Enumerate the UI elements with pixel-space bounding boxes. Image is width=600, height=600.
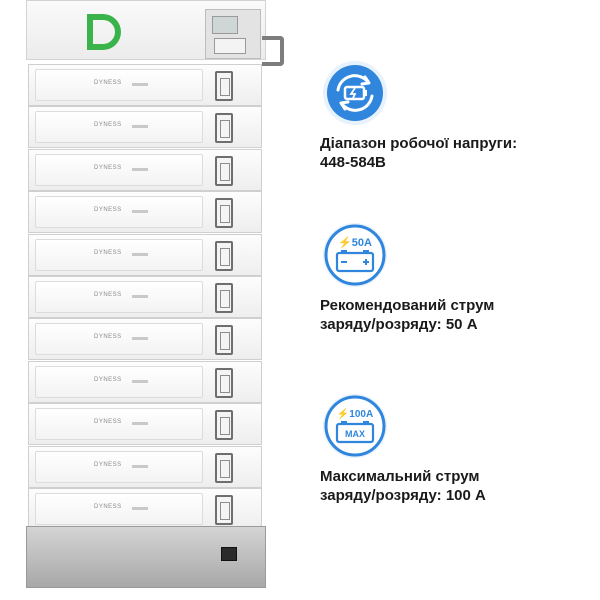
module-front-panel: DYNESS bbox=[35, 238, 203, 271]
module-front-panel: DYNESS bbox=[35, 323, 203, 356]
module-connector bbox=[215, 71, 233, 101]
battery-module: DYNESS bbox=[28, 318, 262, 361]
module-front-panel: DYNESS bbox=[35, 408, 203, 441]
battery-module: DYNESS bbox=[28, 191, 262, 234]
battery-module: DYNESS bbox=[28, 360, 262, 403]
module-label-bar bbox=[132, 379, 148, 383]
spec-voltage-line2: 448-584В bbox=[320, 154, 386, 171]
module-brand-label: DYNESS bbox=[94, 249, 122, 256]
module-label-bar bbox=[132, 252, 148, 256]
module-label-bar bbox=[132, 83, 148, 86]
module-front-panel: DYNESS bbox=[35, 281, 203, 313]
module-label-bar bbox=[132, 167, 148, 171]
badge-50a: ⚡50А bbox=[338, 236, 372, 249]
module-connector bbox=[215, 155, 233, 186]
battery-module: DYNESS bbox=[28, 276, 262, 318]
spec-recommended-line2: заряду/розряду: 50 А bbox=[320, 316, 478, 333]
battery-module: DYNESS bbox=[28, 64, 262, 106]
module-brand-label: DYNESS bbox=[94, 461, 122, 468]
module-connector bbox=[215, 240, 233, 271]
spec-max-line2: заряду/розряду: 100 А bbox=[320, 487, 486, 504]
module-connector bbox=[215, 410, 233, 441]
module-front-panel: DYNESS bbox=[35, 111, 203, 144]
badge-100a: ⚡100А bbox=[337, 407, 373, 420]
battery-module: DYNESS bbox=[28, 403, 262, 446]
module-brand-label: DYNESS bbox=[94, 292, 122, 298]
spec-max-line1: Максимальний струм bbox=[320, 468, 480, 485]
module-connector bbox=[215, 452, 233, 483]
controller-unit bbox=[26, 0, 266, 60]
module-connector bbox=[215, 367, 233, 398]
badge-max: MAX bbox=[345, 429, 365, 439]
module-brand-label: DYNESS bbox=[94, 207, 122, 214]
brand-logo-icon bbox=[87, 14, 121, 50]
spec-voltage-text: Діапазон робочої напруги: 448-584В bbox=[320, 134, 590, 172]
spec-recommended-line1: Рекомендований струм bbox=[320, 297, 495, 314]
battery-module: DYNESS bbox=[28, 445, 262, 488]
module-brand-label: DYNESS bbox=[94, 334, 122, 341]
module-connector bbox=[215, 325, 233, 356]
control-connector bbox=[214, 38, 246, 54]
module-front-panel: DYNESS bbox=[35, 196, 203, 229]
module-label-bar bbox=[132, 295, 148, 298]
control-display bbox=[212, 16, 238, 34]
module-connector bbox=[215, 198, 233, 229]
module-front-panel: DYNESS bbox=[35, 365, 203, 398]
spec-recommended-text: Рекомендований струм заряду/розряду: 50 … bbox=[320, 296, 590, 334]
battery-module: DYNESS bbox=[28, 106, 262, 149]
module-brand-label: DYNESS bbox=[94, 122, 122, 129]
module-connector bbox=[215, 495, 233, 525]
side-handle bbox=[262, 36, 284, 66]
battery-tower: DYNESS DYNESS DYNESS DYNESS DYNESS DYNESS DYNE… bbox=[26, 0, 284, 600]
module-label-bar bbox=[132, 422, 148, 426]
spec-max-text: Максимальний струм заряду/розряду: 100 А bbox=[320, 467, 590, 505]
module-label-bar bbox=[132, 210, 148, 214]
module-brand-label: DYNESS bbox=[94, 80, 122, 86]
module-brand-label: DYNESS bbox=[94, 376, 122, 383]
tower-base bbox=[26, 526, 266, 588]
module-brand-label: DYNESS bbox=[94, 504, 122, 510]
module-brand-label: DYNESS bbox=[94, 419, 122, 426]
module-label-bar bbox=[132, 507, 148, 510]
module-brand-label: DYNESS bbox=[94, 164, 122, 171]
power-switch bbox=[221, 547, 237, 561]
control-panel bbox=[205, 9, 261, 59]
module-front-panel: DYNESS bbox=[35, 153, 203, 186]
battery-current-icon: ⚡50А bbox=[323, 223, 387, 287]
spec-voltage-line1: Діапазон робочої напруги: bbox=[320, 135, 518, 152]
battery-max-current-icon: ⚡100А MAX bbox=[323, 394, 387, 458]
module-connector bbox=[215, 283, 233, 313]
battery-module: DYNESS bbox=[28, 488, 262, 530]
module-label-bar bbox=[132, 125, 148, 129]
battery-cycle-icon bbox=[323, 61, 387, 125]
module-connector bbox=[215, 113, 233, 144]
module-label-bar bbox=[132, 337, 148, 341]
module-front-panel: DYNESS bbox=[35, 450, 203, 483]
battery-module: DYNESS bbox=[28, 148, 262, 191]
battery-module: DYNESS bbox=[28, 233, 262, 276]
module-label-bar bbox=[132, 464, 148, 468]
module-front-panel: DYNESS bbox=[35, 493, 203, 525]
module-front-panel: DYNESS bbox=[35, 69, 203, 101]
